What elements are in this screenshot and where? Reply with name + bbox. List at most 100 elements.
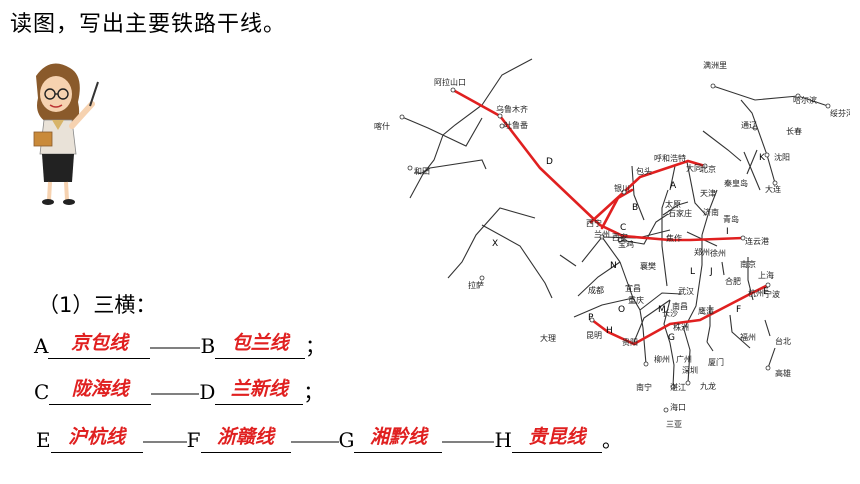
svg-text:长沙: 长沙 xyxy=(662,308,678,318)
answer-blank-c[interactable]: 陇海线 xyxy=(49,378,152,405)
answer-blank-a[interactable]: 京包线 xyxy=(48,332,151,359)
svg-text:大连: 大连 xyxy=(765,184,781,194)
line-letter-a: A xyxy=(34,334,49,358)
svg-text:E: E xyxy=(763,287,769,297)
svg-text:鹰潭: 鹰潭 xyxy=(698,306,714,316)
line-letter-h: H xyxy=(494,428,512,452)
svg-text:三亚: 三亚 xyxy=(666,420,682,429)
svg-text:南宁: 南宁 xyxy=(636,382,652,392)
svg-text:福州: 福州 xyxy=(740,333,756,342)
svg-text:南昌: 南昌 xyxy=(672,301,688,311)
answer-a: 京包线 xyxy=(70,332,128,354)
svg-text:宁波: 宁波 xyxy=(764,289,780,299)
svg-text:宜昌: 宜昌 xyxy=(625,283,641,293)
answer-blank-f[interactable]: 浙赣线 xyxy=(200,426,291,453)
line-letter-e: E xyxy=(36,428,51,452)
svg-text:兰州: 兰州 xyxy=(594,229,610,239)
svg-text:石家庄: 石家庄 xyxy=(668,208,692,218)
svg-text:呼和浩特: 呼和浩特 xyxy=(654,153,686,163)
svg-text:武汉: 武汉 xyxy=(678,286,694,296)
svg-text:F: F xyxy=(736,305,741,315)
answer-blank-g[interactable]: 湘黔线 xyxy=(354,426,443,453)
svg-text:西安: 西安 xyxy=(612,232,628,242)
answer-row-1: A 京包线 B 包兰线 ； xyxy=(34,330,325,359)
svg-text:贵阳: 贵阳 xyxy=(622,337,638,347)
svg-text:拉萨: 拉萨 xyxy=(468,280,484,290)
line-letter-d: D xyxy=(199,380,216,404)
svg-text:银川: 银川 xyxy=(614,183,630,193)
svg-text:M: M xyxy=(658,305,666,315)
row-end-punctuation: ； xyxy=(303,380,324,404)
svg-text:喀什: 喀什 xyxy=(374,121,390,131)
svg-text:绥芬河: 绥芬河 xyxy=(830,108,850,118)
svg-text:宝鸡: 宝鸡 xyxy=(618,239,634,249)
svg-text:昆明: 昆明 xyxy=(586,331,602,340)
svg-text:P: P xyxy=(588,313,594,323)
dash-separator xyxy=(442,441,495,442)
svg-text:郑州: 郑州 xyxy=(694,247,710,257)
svg-text:长春: 长春 xyxy=(786,126,802,136)
svg-text:株洲: 株洲 xyxy=(673,322,689,332)
answer-blank-b[interactable]: 包兰线 xyxy=(215,332,306,359)
svg-text:湛江: 湛江 xyxy=(670,383,686,392)
svg-text:K: K xyxy=(759,153,766,163)
answer-blank-d[interactable]: 兰新线 xyxy=(215,378,304,405)
svg-text:阿拉山口: 阿拉山口 xyxy=(434,77,466,87)
answer-g: 湘黔线 xyxy=(369,426,427,448)
svg-text:哈尔滨: 哈尔滨 xyxy=(793,95,817,105)
railway-map: 阿拉山口 乌鲁木齐 吐鲁番 喀什 和田 拉萨 满洲里 哈尔滨 绥芬河 通辽 长春… xyxy=(374,58,850,429)
svg-text:太原: 太原 xyxy=(665,199,681,209)
svg-text:柳州: 柳州 xyxy=(654,354,670,364)
svg-text:重庆: 重庆 xyxy=(628,295,644,305)
line-letter-b: B xyxy=(200,334,216,358)
svg-text:吐鲁番: 吐鲁番 xyxy=(504,120,528,130)
svg-text:高雄: 高雄 xyxy=(775,368,791,378)
svg-text:D: D xyxy=(546,157,553,167)
svg-text:海口: 海口 xyxy=(670,402,686,412)
svg-text:广州: 广州 xyxy=(676,354,692,364)
svg-text:满洲里: 满洲里 xyxy=(703,60,727,70)
svg-text:西宁: 西宁 xyxy=(586,218,602,228)
svg-text:天津: 天津 xyxy=(700,188,716,198)
svg-text:徐州: 徐州 xyxy=(710,248,726,258)
answer-e: 沪杭线 xyxy=(68,426,126,448)
svg-text:X: X xyxy=(492,239,498,249)
svg-text:H: H xyxy=(606,326,613,336)
answer-blank-e[interactable]: 沪杭线 xyxy=(50,426,143,453)
answer-blank-h[interactable]: 贵昆线 xyxy=(511,426,602,453)
svg-text:厦门: 厦门 xyxy=(708,357,724,367)
section-heading: （1）三横： xyxy=(38,293,157,317)
answer-f: 浙赣线 xyxy=(216,426,274,448)
row-end-punctuation: 。 xyxy=(601,428,622,452)
svg-text:秦皇岛: 秦皇岛 xyxy=(724,178,748,188)
svg-text:合肥: 合肥 xyxy=(725,276,741,286)
row-end-punctuation: ； xyxy=(305,334,326,358)
svg-text:乌鲁木齐: 乌鲁木齐 xyxy=(496,104,528,114)
svg-text:深圳: 深圳 xyxy=(682,365,698,375)
svg-text:包头: 包头 xyxy=(636,166,652,176)
svg-text:N: N xyxy=(610,261,617,271)
page-title: 读图，写出主要铁路干线。 xyxy=(10,12,287,37)
svg-text:南京: 南京 xyxy=(740,259,756,269)
line-letter-c: C xyxy=(34,380,50,404)
svg-text:台北: 台北 xyxy=(775,336,791,346)
svg-text:九龙: 九龙 xyxy=(700,381,716,391)
answer-d: 兰新线 xyxy=(230,378,288,400)
svg-text:G: G xyxy=(668,333,675,343)
svg-text:连云港: 连云港 xyxy=(745,236,769,246)
dash-separator xyxy=(151,393,200,394)
svg-text:青岛: 青岛 xyxy=(723,214,739,224)
answer-h: 贵昆线 xyxy=(528,426,586,448)
answer-c: 陇海线 xyxy=(71,378,129,400)
line-letter-g: G xyxy=(338,428,355,452)
svg-text:A: A xyxy=(670,181,677,191)
svg-text:B: B xyxy=(632,203,638,213)
answer-b: 包兰线 xyxy=(231,332,289,354)
svg-text:大理: 大理 xyxy=(540,333,556,343)
dash-separator xyxy=(142,441,187,442)
svg-text:上海: 上海 xyxy=(758,270,774,280)
svg-text:C: C xyxy=(620,223,626,233)
dash-separator xyxy=(290,441,339,442)
teacher-illustration xyxy=(33,63,99,205)
